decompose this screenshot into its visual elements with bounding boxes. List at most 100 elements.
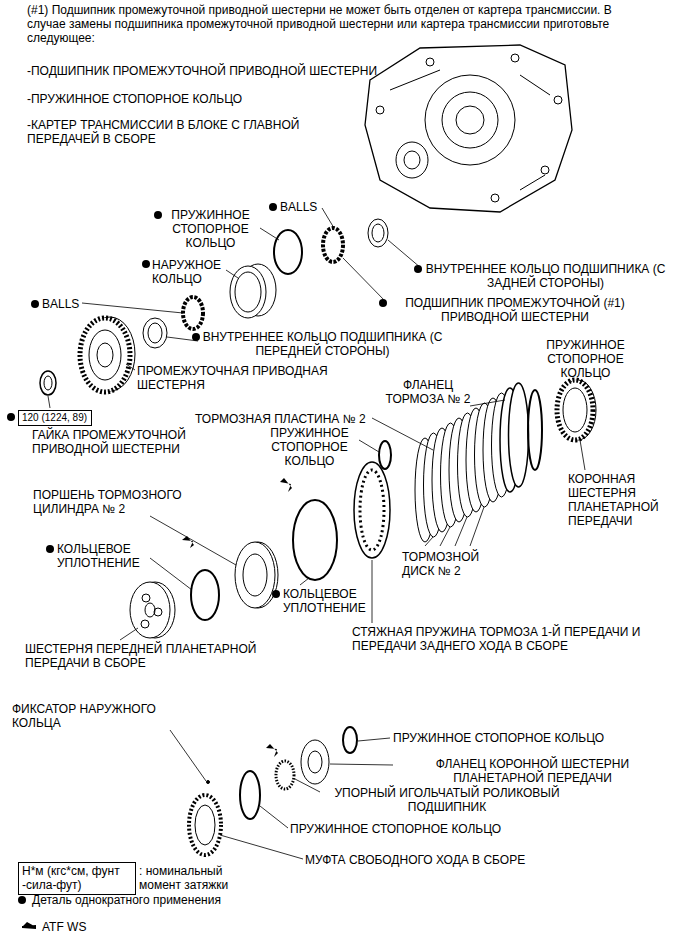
brake-piston-parts-shape [379,441,391,469]
bearing-parts-shape [372,224,384,242]
part-label: НАРУЖНОЕ КОЛЬЦО [152,258,232,286]
bearing-parts-shape [323,228,343,262]
one-way-clutch-parts-shape [195,805,215,845]
counter-drive-gear-shape [89,330,121,380]
brake-pack-shape [563,388,587,432]
note-text: -ПОДШИПНИК ПРОМЕЖУТОЧНОЙ ПРИВОДНОЙ ШЕСТЕ… [27,64,427,78]
part-label: УПОРНЫЙ ИГОЛЬЧАТЫЙ РОЛИКОВЫЙ ПОДШИПНИК [322,786,572,814]
transmission-case-shape [365,45,572,212]
brake-piston-parts-shape [141,620,149,628]
part-label: КОЛЬЦЕВОЕ УПЛОТНЕНИЕ [57,542,157,570]
part-label: ФЛАНЕЦ ТОРМОЗА № 2 [378,378,478,406]
one-way-clutch-parts-shape [343,727,357,753]
brake-piston-parts-shape [191,570,219,620]
part-label: ПРОМЕЖУТОЧНАЯ ПРИВОДНАЯ ШЕСТЕРНЯ [137,364,352,392]
leader-lines-shape [220,835,303,859]
single-use-mark-shape [154,211,162,219]
bearing-parts-shape [274,230,302,274]
part-label: ПРУЖИННОЕ СТОПОРНОЕ КОЛЬЦО [393,731,653,745]
single-use-mark-shape [7,413,15,421]
leader-lines-shape [226,270,238,278]
leader-lines-shape [358,738,390,741]
part-label: ТОРМОЗНАЯ ПЛАСТИНА № 2 [195,412,395,426]
brake-piston-parts [130,441,391,638]
leader-lines-shape [120,628,138,640]
transmission-case-shape [491,194,499,202]
counter-drive-gear-shape [44,376,52,390]
part-label: ТОРМОЗНОЙ ДИСК № 2 [402,550,502,578]
atf-arrow-shape [266,744,278,757]
part-label: ФЛАНЕЦ КОРОННОЙ ШЕСТЕРНИ ПЛАНЕТАРНОЙ ПЕР… [395,757,670,785]
transmission-case-shape [541,166,549,174]
part-label: ГАЙКА ПРОМЕЖУТОЧНОЙ ПРИВОДНОЙ ШЕСТЕРНИ [32,428,207,456]
part-label: ФИКСАТОР НАРУЖНОГО КОЛЬЦА [12,702,182,730]
part-label: ВНУТРЕННЕЕ КОЛЬЦО ПОДШИПНИКА (С ЗАДНЕЙ С… [423,262,668,290]
leader-lines-shape [48,396,50,408]
single-use-mark-shape [269,203,277,211]
part-label: МУФТА СВОБОДНОГО ХОДА В СБОРЕ [305,853,565,867]
one-way-clutch-parts-shape [276,761,294,789]
bearing-parts [143,219,388,348]
bearing-parts-shape [368,219,388,247]
one-way-clutch-parts-shape [240,771,260,819]
brake-pack-shape [557,380,593,440]
leader-lines-shape [425,507,484,546]
leader-lines-shape [372,560,373,623]
transmission-case-shape [442,92,498,148]
torque-box: 120 (1224, 89) [18,410,92,426]
leader-lines-shape [82,303,183,313]
part-label: ПРУЖИННОЕ СТОПОРНОЕ КОЛЬЦО [163,208,258,250]
single-use-mark-shape [46,545,54,553]
legend-text: : номинальный момент затяжки [139,864,239,892]
transmission-case-shape [426,58,434,66]
bearing-parts-shape [143,318,167,348]
single-use-mark-shape [31,300,39,308]
brake-pack-shape [528,390,542,470]
leader-lines-shape [170,730,206,781]
leader-lines-shape [580,440,585,470]
box-text: 120 (1224, 89) [22,412,88,424]
bearing-parts-shape [235,272,261,312]
counter-drive-gear-shape [80,318,130,392]
leader-lines-shape [260,806,288,828]
brake-piston-parts-shape [243,554,267,596]
atf-arrow-shape [182,536,194,548]
transmission-case-shape [511,54,519,62]
single-use-mark-shape [272,590,280,598]
torque-legend-box: Н*м (кгс*см, фунт -сила-фут) [18,862,136,895]
brake-piston-parts-shape [293,500,337,580]
part-label: ПРУЖИННОЕ СТОПОРНОЕ КОЛЬЦО [262,426,357,468]
leader-lines-shape [300,578,309,585]
leader-lines-shape [150,516,236,565]
transmission-case-shape [554,96,562,104]
transmission-case-shape [456,106,484,134]
part-label: BALLS [42,297,102,311]
box-text: Н*м (кгс*см, фунт -сила-фут) [22,864,132,893]
counter-drive-gear-shape [97,343,113,367]
part-label: ПРУЖИННОЕ СТОПОРНОЕ КОЛЬЦО [538,338,633,380]
part-label: КОРОННАЯ ШЕСТЕРНЯ ПЛАНЕТАРНОЙ ПЕРЕДАЧИ [568,472,678,528]
leader-lines-shape [388,240,421,268]
leader-lines-shape [372,418,433,450]
single-use-mark-shape [142,260,150,268]
part-label: ПРУЖИННОЕ СТОПОРНОЕ КОЛЬЦО [290,822,550,836]
bearing-parts-shape [183,297,203,329]
leader-lines-shape [322,208,334,228]
transmission-case-shape [404,151,420,169]
part-label: ПОДШИПНИК ПРОМЕЖУТОЧНОЙ (#1) ПРИВОДНОЙ Ш… [390,296,640,324]
part-label: СТЯЖНАЯ ПРУЖИНА ТОРМОЗА 1-Й ПЕРЕДАЧИ И П… [352,625,677,653]
atf-arrow-shape [22,922,36,929]
brake-piston-parts-shape [145,603,155,617]
brake-pack-shape [509,383,529,487]
brake-piston-parts-shape [235,542,275,608]
counter-drive-gear [40,317,135,395]
leader-lines-shape [150,558,192,590]
single-use-mark-shape [414,265,422,273]
transmission-case-shape [390,70,550,190]
note-text: -ПРУЖИННОЕ СТОПОРНОЕ КОЛЬЦО [27,92,427,106]
leader-lines-shape [470,400,505,406]
bearing-parts-shape [148,323,162,343]
brake-piston-parts-shape [360,470,384,550]
part-label: КОЛЬЦЕВОЕ УПЛОТНЕНИЕ [283,587,383,615]
single-use-mark-shape [18,896,26,904]
